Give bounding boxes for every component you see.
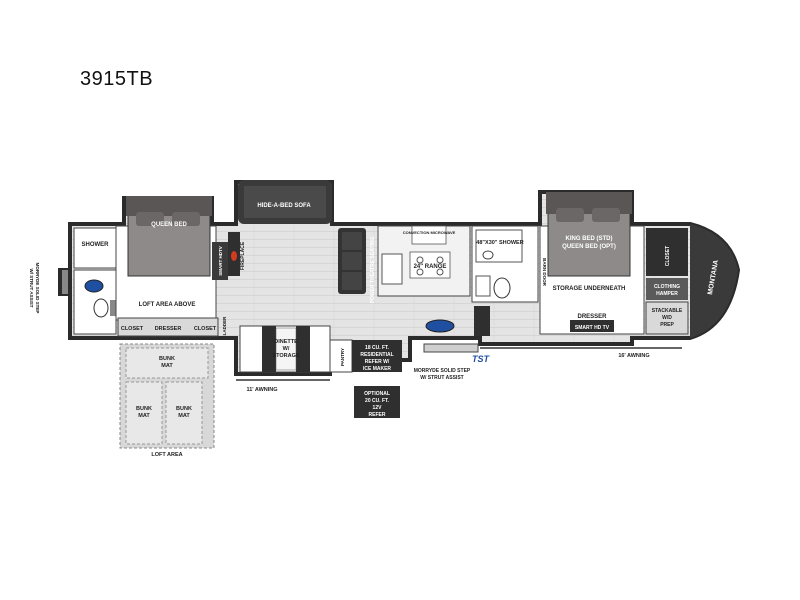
clothing-hamper-label-1: CLOTHING (654, 284, 680, 290)
dresser-right-label: DRESSER (577, 314, 607, 320)
rear-bedroom (115, 196, 228, 337)
clothing-hamper-label-2: HAMPER (656, 291, 678, 297)
storage-underneath-right: STORAGE UNDERNEATH (553, 286, 626, 292)
main-bath (471, 225, 539, 303)
dinette-label-3: STORAGE (272, 353, 299, 359)
rear-step-label-1: MORRYDE SOLID STEP (35, 263, 40, 314)
shower-48-label: 48"X30" SHOWER (476, 240, 523, 246)
tst-logo: TST (472, 354, 491, 364)
ladder-label: LADDER (222, 316, 227, 335)
kitchen-island (377, 225, 471, 297)
theatre-seating (338, 228, 366, 294)
range-label: 24" RANGE (414, 264, 447, 270)
refer-label-4: ICE MAKER (363, 366, 391, 372)
awning-16-label: 16' AWNING (618, 353, 649, 359)
closet-right-label: CLOSET (194, 326, 217, 332)
pantry-refer (329, 339, 402, 418)
rear-step (58, 268, 72, 296)
queen-bed-opt-label: QUEEN BED (OPT) (562, 244, 616, 250)
hide-a-bed-label: HIDE-A-BED SOFA (257, 203, 311, 209)
morryde-label-2: W/ STRUT ASSIST (420, 375, 463, 381)
theatre-seating-label: POWER THEATRE SEATING (370, 237, 376, 304)
smart-hd-tv-label: SMART HD TV (575, 325, 610, 331)
stackable-label-2: W/D (662, 315, 672, 321)
hide-a-bed-sofa (238, 180, 332, 224)
convection-label: CONVECTION MICROWAVE (403, 230, 456, 235)
morryde-label-1: MORRYDE SOLID STEP (414, 368, 471, 374)
opt-refer-label-1: OPTIONAL (364, 391, 390, 397)
bunk-mat-right-1: BUNK (176, 406, 192, 412)
bunk-mat-left-1: BUNK (136, 406, 152, 412)
bunk-mat-top-2: MAT (161, 363, 173, 369)
stackable-label-1: STACKABLE (652, 308, 683, 314)
refer-label-3: REFER W/ (365, 359, 390, 365)
shower-label: SHOWER (82, 242, 110, 248)
model-title: 3915TB (80, 68, 154, 90)
loft-area-above: LOFT AREA ABOVE (139, 302, 196, 308)
pantry-label: PANTRY (340, 348, 345, 366)
front-cap: MONTANA (690, 224, 738, 338)
entry-area (423, 306, 490, 353)
queen-bed-label: QUEEN BED (151, 222, 187, 228)
loft (119, 343, 215, 449)
dinette (239, 325, 331, 373)
opt-refer-label-3: 12V (373, 405, 383, 411)
stackable-label-3: PREP (660, 322, 674, 328)
front-bedroom (539, 192, 689, 335)
king-bed-label: KING BED (STD) (566, 236, 613, 242)
awnings (236, 347, 682, 381)
bunk-mat-top-1: BUNK (159, 356, 175, 362)
bunk-mat-left-2: MAT (138, 413, 150, 419)
refer-label-2: RESIDENTIAL (360, 352, 393, 358)
loft-area-label: LOFT AREA (151, 452, 182, 458)
opt-refer-label-4: REFER (369, 412, 386, 418)
dresser-left-label: DRESSER (155, 326, 182, 332)
awning-11-label: 11' AWNING (246, 387, 277, 393)
bunk-mat-right-2: MAT (178, 413, 190, 419)
closet-left-label: CLOSET (121, 326, 144, 332)
storage-underneath-left: STORAGE UNDERNEATH (131, 284, 204, 290)
rear-step-label-2: W/ STRUT ASSIST (29, 268, 34, 307)
closet-front-label: CLOSET (665, 246, 671, 266)
dinette-label-2: W/ (283, 346, 290, 352)
fireplace-label: FIREPLACE (240, 241, 246, 270)
refer-label-1: 18 CU. FT. (365, 345, 390, 351)
dinette-label-1: DINETTE (274, 339, 298, 345)
opt-refer-label-2: 20 CU. FT. (365, 398, 390, 404)
smart-hdtv-label: SMART HDTV (218, 246, 223, 276)
fireplace (228, 232, 240, 276)
barn-door-label: BARN DOOR (542, 258, 547, 286)
